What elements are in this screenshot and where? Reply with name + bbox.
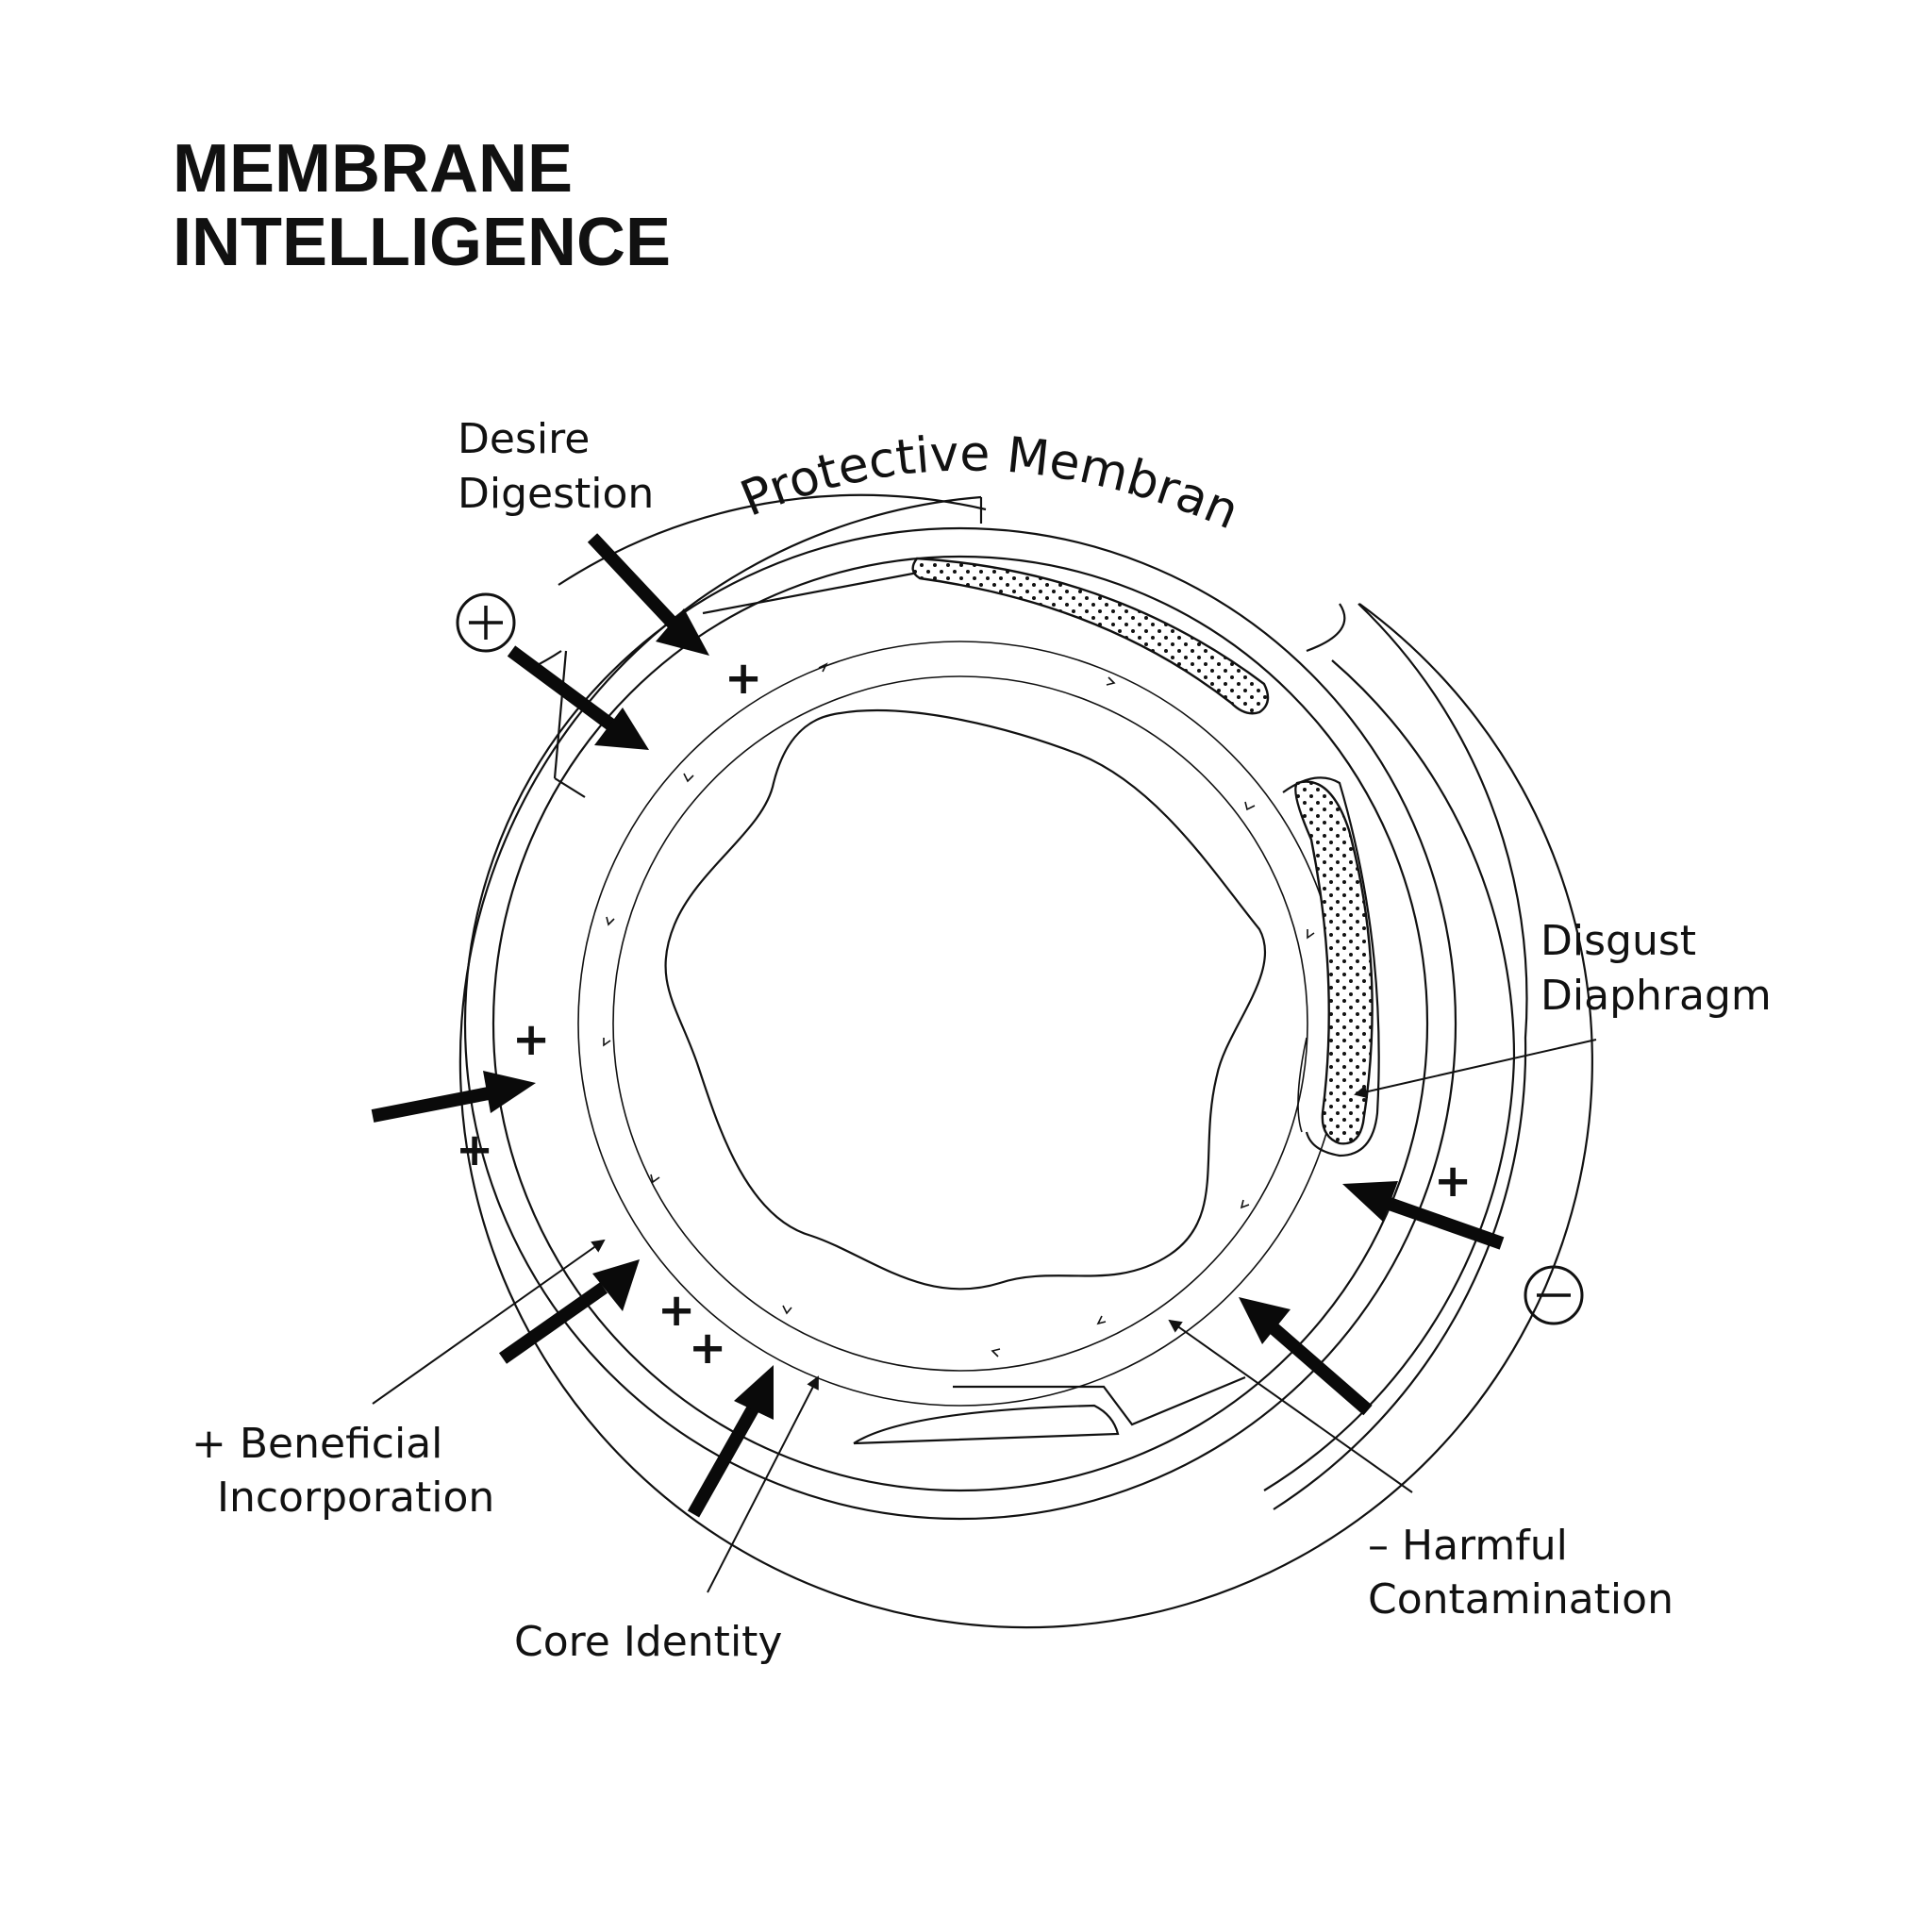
- disgust-label-line1: Disgust: [1541, 917, 1696, 965]
- ring-middle-2: [491, 555, 1429, 1492]
- leader-beneficial: [372, 1239, 606, 1405]
- leader-lines: [372, 1039, 1597, 1593]
- ring-segment-bottom: [953, 1375, 1246, 1426]
- flow-mark: [650, 1174, 660, 1184]
- flow-mark: [683, 773, 694, 783]
- flow-mark: [1240, 1199, 1250, 1209]
- flow-mark: [1244, 801, 1256, 811]
- flow-mark: [1096, 1315, 1107, 1325]
- title-line-2: INTELLIGENCE: [173, 205, 672, 280]
- protective-membrane-text: Protective Membrane: [0, 0, 1247, 541]
- harmful-label-line1: – Harmful: [1368, 1522, 1568, 1570]
- beneficial-label-line1: + Beneficial: [192, 1420, 442, 1468]
- harmful-label-line2: Contamination: [1368, 1575, 1674, 1624]
- arrow-desire-1: [587, 533, 685, 635]
- arrow-harmful-1: [1384, 1196, 1505, 1250]
- flow-mark: [1106, 676, 1116, 686]
- arrow-head: [656, 608, 709, 656]
- leader-disgust: [1354, 1039, 1597, 1099]
- core-identity-shape: [664, 708, 1267, 1291]
- arrow-desire-2: [507, 645, 618, 732]
- arrow-head: [594, 708, 649, 750]
- flow-mark: [991, 1348, 1001, 1357]
- ring-notch-right: [1306, 603, 1346, 653]
- arrow-core: [687, 1402, 761, 1518]
- diaphragm-outline: [1282, 776, 1380, 1158]
- leader-core: [707, 1375, 819, 1593]
- plus-sign: +: [456, 1124, 493, 1176]
- flow-mark: [606, 916, 615, 926]
- protective-membrane-rings: [458, 493, 1593, 1629]
- disgust-label-line2: Diaphragm: [1541, 972, 1772, 1020]
- inward-arrows: [371, 533, 1505, 1518]
- outer-ring-right-inner: [1263, 659, 1516, 1491]
- arrow-head: [1239, 1297, 1291, 1344]
- protective-membrane-label: Protective Membrane: [0, 0, 1247, 541]
- arrow-head: [483, 1071, 536, 1113]
- ring-middle-1: [463, 526, 1457, 1521]
- desire-label-line2: Digestion: [458, 470, 654, 518]
- desire-label-line1: Desire: [458, 415, 590, 463]
- plus-sign: +: [689, 1322, 726, 1374]
- core-identity-label: Core Identity: [514, 1618, 782, 1666]
- middle-rings: [463, 526, 1457, 1521]
- plus-sign: +: [1434, 1155, 1472, 1208]
- plus-sign: +: [658, 1284, 695, 1337]
- diaphragm-detail: [1297, 1037, 1307, 1133]
- ring-inner-2: [612, 675, 1308, 1372]
- dotted-band-top: [911, 557, 1270, 715]
- leader-harmful: [1168, 1319, 1413, 1493]
- flow-mark: [818, 662, 828, 673]
- ring-segment-bottom-2: [853, 1404, 1120, 1445]
- flow-mark: [782, 1305, 792, 1315]
- ring-notch-left-2: [553, 650, 586, 798]
- circled-minus-icon: [1524, 1265, 1584, 1325]
- arrow-head: [734, 1365, 774, 1420]
- sign-marks: + + + + + +: [456, 652, 1472, 1374]
- flow-mark: [603, 1038, 611, 1047]
- flow-marks: [603, 662, 1315, 1357]
- plus-sign: +: [724, 652, 762, 705]
- plus-sign: +: [512, 1013, 550, 1066]
- ring-segment-top: [702, 564, 954, 615]
- page-title: MEMBRANE INTELLIGENCE: [173, 132, 671, 279]
- beneficial-label-line2: Incorporation: [217, 1474, 494, 1522]
- circled-plus-icon: [456, 592, 516, 653]
- title-line-1: MEMBRANE: [173, 131, 573, 207]
- arrow-beneficial: [498, 1282, 608, 1364]
- arrow-head: [1342, 1181, 1398, 1222]
- arrow-harmful-2: [1269, 1323, 1373, 1416]
- arrow-head: [592, 1259, 640, 1311]
- flow-mark: [1307, 929, 1315, 940]
- disgust-diaphragm-band: [1294, 780, 1374, 1145]
- outer-ring-a: [458, 495, 1593, 1629]
- arrow-left: [371, 1086, 495, 1123]
